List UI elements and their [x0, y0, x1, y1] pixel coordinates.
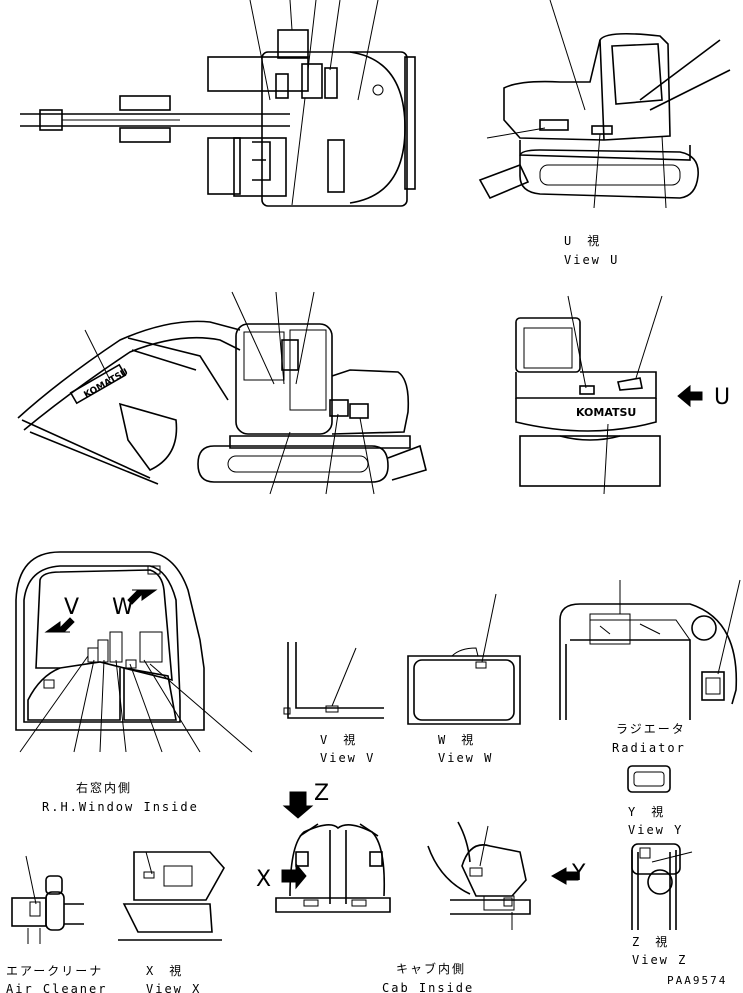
view-u-en-label: View U: [564, 253, 620, 267]
view-v-drawing: [283, 642, 384, 719]
cab-inside-en-label: Cab Inside: [382, 981, 475, 993]
excavator-side-view: KOMATSU: [17, 291, 427, 495]
air-cleaner-drawing: [11, 855, 84, 944]
view-y-jp-label: Y 視: [628, 805, 666, 819]
view-x-jp-label: X 視: [146, 964, 184, 978]
view-z-en-label: View Z: [632, 953, 688, 967]
cab-inside-jp-label: キャブ内側: [396, 962, 467, 976]
view-v-jp-label: V 視: [320, 733, 358, 747]
window-jp-label: 右窓内側: [76, 781, 133, 795]
view-z-drawing: [631, 843, 693, 930]
view-w-jp-label: W 視: [438, 733, 476, 747]
excavator-rear-iso-view: [478, 0, 731, 209]
view-v-en-label: View V: [320, 751, 376, 765]
arrow-x-letter: X: [256, 867, 272, 892]
arrow-w-letter: W: [112, 595, 134, 620]
arrow-v-letter: V: [64, 595, 80, 620]
cab-inside-side-drawing: [427, 821, 579, 930]
excavator-top-view: [20, 0, 416, 207]
part-number-label: PAA9574: [667, 974, 728, 987]
radiator-drawing: [559, 579, 741, 720]
view-y-drawing: [627, 765, 671, 793]
air-cleaner-jp-label: エアークリーナ: [6, 964, 104, 978]
view-x-drawing: [118, 851, 225, 941]
view-w-drawing: [407, 593, 521, 725]
view-u-jp-label: U 視: [564, 234, 602, 248]
view-y-en-label: View Y: [628, 823, 684, 837]
rear-brand-text: KOMATSU: [576, 406, 636, 419]
view-z-jp-label: Z 視: [632, 935, 670, 949]
window-inside-drawing: [15, 551, 253, 753]
radiator-jp-label: ラジエータ: [616, 722, 686, 736]
arrow-z-letter: Z: [314, 781, 330, 806]
view-w-en-label: View W: [438, 751, 494, 765]
radiator-en-label: Radiator: [612, 741, 686, 755]
air-cleaner-en-label: Air Cleaner: [6, 982, 108, 993]
arrow-u-letter: U: [714, 385, 731, 410]
cab-inside-front-drawing: [275, 791, 391, 913]
window-en-label: R.H.Window Inside: [42, 800, 199, 814]
view-x-en-label: View X: [146, 982, 202, 993]
excavator-rear-view: KOMATSU: [515, 295, 703, 495]
arrow-y-letter: Y: [572, 861, 586, 886]
